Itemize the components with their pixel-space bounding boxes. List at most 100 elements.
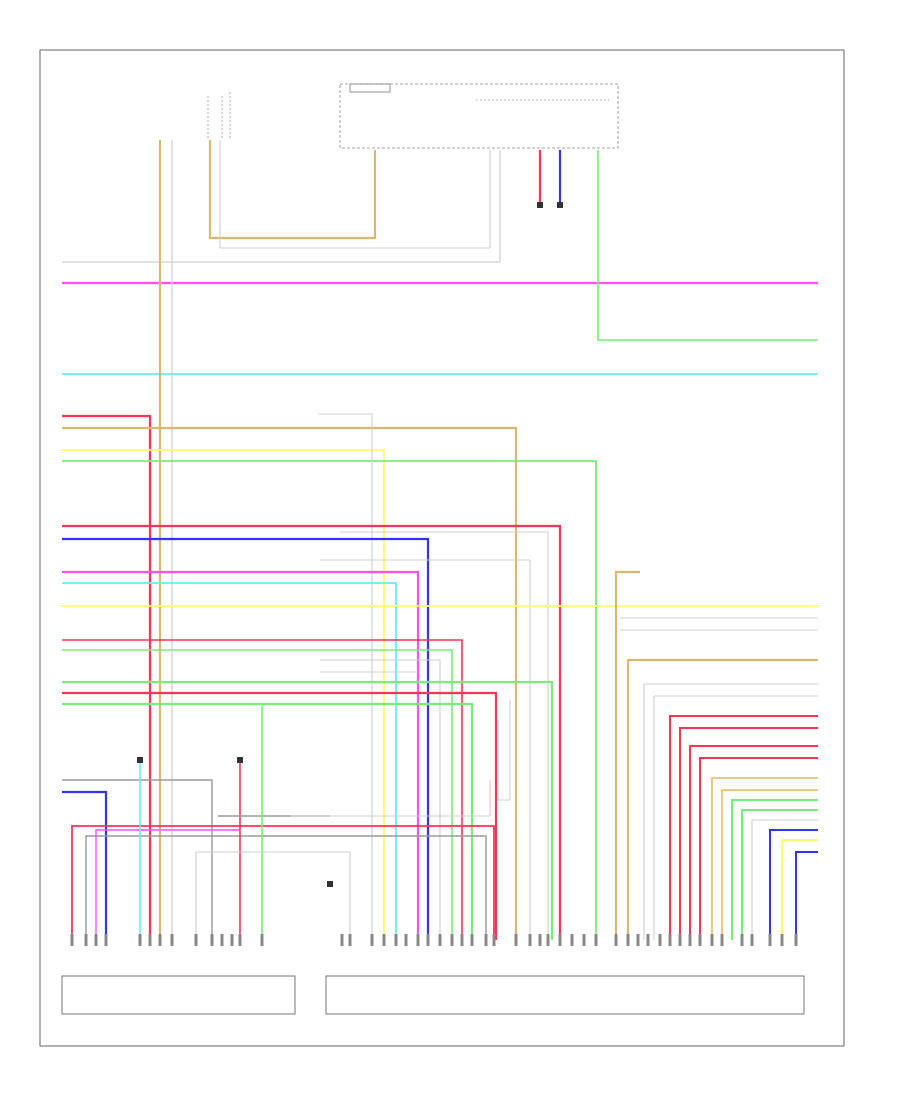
right-module-pin-33: [740, 934, 744, 946]
left-module-pin-10: [220, 934, 224, 946]
left-module-pin-2: [94, 934, 98, 946]
left-module-pin-12: [238, 934, 242, 946]
right-module-pin-26: [658, 934, 662, 946]
wire-gray-low-1: [62, 779, 213, 940]
right-module-pin-8: [438, 934, 442, 946]
top-left-connector: [207, 92, 231, 140]
right-module-pin-4: [394, 934, 398, 946]
wire-right-blue-a: [769, 829, 818, 940]
right-module-pin-25: [646, 934, 650, 946]
wire-gray-mid-2: [340, 531, 549, 940]
wire-tan-right-long: [626, 658, 818, 940]
wire-pink-mid-3: [62, 570, 420, 940]
wire-red-mid-4: [62, 639, 463, 940]
wire-green-mid-4: [62, 649, 453, 940]
wire-right-gray-c: [751, 819, 818, 940]
wire-tan-top-loop: [208, 140, 377, 240]
splice-center-blue-marker: [557, 202, 563, 208]
wire-gray-low-4: [195, 851, 351, 940]
diagram-frame: [39, 49, 845, 1047]
right-module-pin-13: [492, 934, 496, 946]
wire-gray-low-5: [290, 780, 491, 817]
bottom-center-marker: [327, 881, 333, 887]
wire-right-red-b: [679, 727, 818, 940]
wire-group: [62, 140, 818, 940]
right-module-pin-14: [514, 934, 518, 946]
wire-gray-low-2: [85, 835, 487, 940]
left-module-pin-5: [148, 934, 152, 946]
wire-right-blue-b: [795, 851, 818, 940]
wire-red-left-1: [62, 414, 152, 940]
wire-red-mid-5: [62, 691, 498, 940]
right-module-pin-2: [370, 934, 374, 946]
wire-pink-low-1: [95, 829, 240, 940]
splice-middle-marker: [237, 757, 243, 763]
left-module-pin-4: [138, 934, 142, 946]
wire-green-mid-6: [62, 702, 474, 940]
right-module-pin-16: [538, 934, 542, 946]
right-module-pin-22: [614, 934, 618, 946]
wire-right-gray-a: [643, 683, 818, 940]
splice-center-red-marker: [537, 202, 543, 208]
right-module-pin-30: [698, 934, 702, 946]
right-module-pin-15: [528, 934, 532, 946]
right-module-pin-11: [470, 934, 474, 946]
right-module-pin-31: [710, 934, 714, 946]
left-module-pin-1: [84, 934, 88, 946]
left-module-pin-11: [230, 934, 234, 946]
right-module-pin-5: [404, 934, 408, 946]
left-module-pin-0: [70, 934, 74, 946]
wire-right-red-d: [699, 757, 818, 940]
right-module-pin-7: [426, 934, 430, 946]
right-module-pin-12: [484, 934, 488, 946]
right-module-pin-3: [382, 934, 386, 946]
wire-gray-top-loop: [219, 140, 491, 249]
right-module-box: [325, 975, 805, 1015]
right-module-pin-37: [794, 934, 798, 946]
right-module-pin-1: [348, 934, 352, 946]
top-component-box: [339, 83, 619, 149]
wire-right-yellow-a: [781, 839, 818, 940]
wire-right-green-b: [741, 809, 818, 940]
wire-right-red-a: [669, 715, 818, 940]
wire-red-mid-2: [62, 524, 562, 940]
right-module-pin-29: [688, 934, 692, 946]
wire-green-mid-5: [62, 680, 554, 940]
wire-right-gray-b: [653, 695, 818, 940]
wire-right-red-c: [689, 745, 818, 940]
wire-right-orange-a: [711, 777, 818, 940]
wire-gray-mid-box: [318, 413, 373, 940]
right-module-pin-21: [594, 934, 598, 946]
right-module-pin-28: [678, 934, 682, 946]
right-module-pin-20: [582, 934, 586, 946]
right-module-pin-9: [450, 934, 454, 946]
wire-right-green-a: [731, 799, 818, 940]
wire-blue-mid-2: [62, 537, 430, 940]
right-module-pin-10: [460, 934, 464, 946]
wire-thin-gray-top: [62, 150, 501, 263]
right-module-pin-23: [626, 934, 630, 946]
wire-blue-low-1: [62, 790, 108, 940]
left-module-pin-3: [104, 934, 108, 946]
right-module-pin-18: [558, 934, 562, 946]
left-module-pin-13: [260, 934, 264, 946]
right-module-pin-19: [570, 934, 574, 946]
right-module-pin-32: [720, 934, 724, 946]
left-module-pin-7: [170, 934, 174, 946]
top-component-connector: [349, 83, 391, 93]
splice-left-marker: [137, 757, 143, 763]
wire-red-low-1: [71, 825, 495, 940]
right-module-pin-6: [416, 934, 420, 946]
wire-gray-low-6: [497, 720, 510, 801]
right-module-pin-36: [780, 934, 784, 946]
ground-symbol-group: [137, 202, 563, 887]
wire-tan-mid-1: [62, 426, 518, 940]
connector-pin-group: [70, 934, 798, 946]
wire-cyan-mid-3: [62, 582, 397, 940]
right-module-pin-34: [750, 934, 754, 946]
wire-gray-mid-3: [320, 559, 531, 940]
wire-tan-right-stub: [614, 570, 640, 940]
left-module-pin-8: [194, 934, 198, 946]
right-module-pin-0: [340, 934, 344, 946]
